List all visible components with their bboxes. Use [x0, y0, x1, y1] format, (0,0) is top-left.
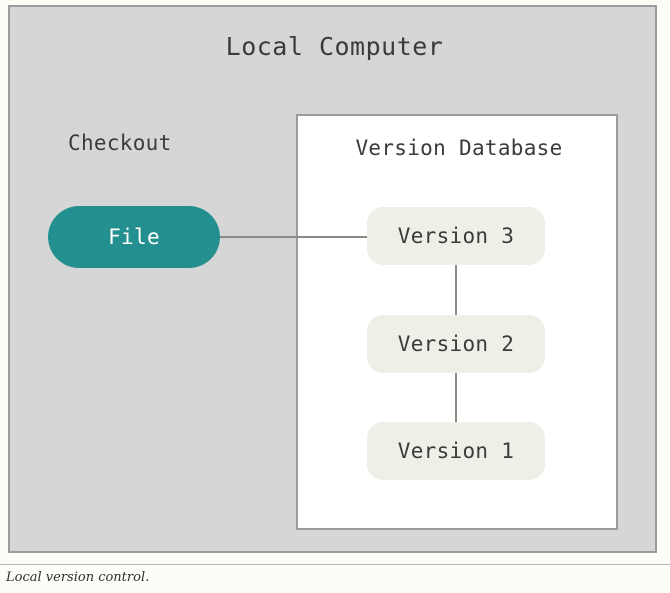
caption-divider — [0, 564, 670, 565]
checkout-label: Checkout — [68, 131, 172, 155]
local-computer-title: Local Computer — [225, 32, 444, 61]
node-file[interactable]: File — [48, 206, 220, 268]
edge-version3-to-version2 — [455, 264, 457, 316]
version-database-title: Version Database — [355, 136, 563, 160]
edge-version2-to-version1 — [455, 372, 457, 423]
edge-file-to-version3 — [219, 236, 368, 238]
node-version-3[interactable]: Version 3 — [367, 207, 545, 265]
node-version-1[interactable]: Version 1 — [367, 422, 545, 480]
node-version-2[interactable]: Version 2 — [367, 315, 545, 373]
figure-caption: Local version control. — [6, 570, 150, 585]
